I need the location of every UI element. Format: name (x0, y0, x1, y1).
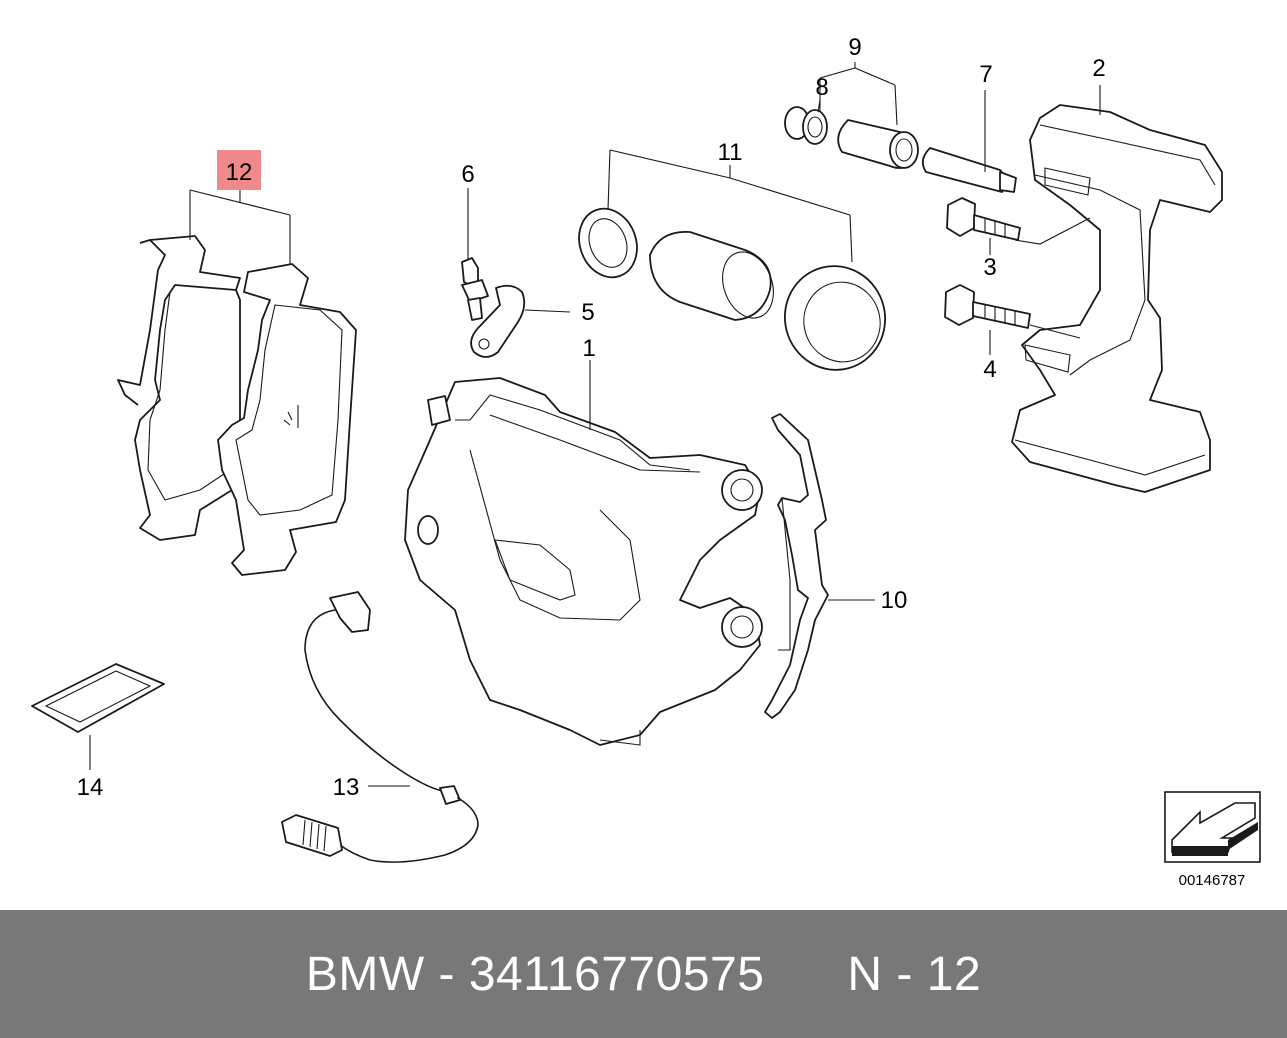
hex-bolt-4-part[interactable] (944, 284, 1031, 329)
piston-seal-kit-part[interactable] (570, 201, 897, 382)
reference-number: 00146787 (1179, 872, 1246, 889)
bleeder-valve-part[interactable] (461, 257, 489, 321)
wear-sensor-part[interactable] (281, 591, 479, 863)
footer-caption: BMW - 34116770575 N - 12 (306, 947, 981, 1002)
reference-box: 00146787 (1164, 791, 1261, 889)
leader-lines (89, 62, 1101, 787)
callout-7[interactable]: 7 (979, 61, 992, 88)
guide-pin-part[interactable] (921, 147, 1017, 193)
callout-12[interactable]: 12 (226, 159, 253, 186)
callout-1[interactable]: 1 (582, 335, 595, 362)
hex-bolt-3-part[interactable] (946, 197, 1021, 241)
spring-clip-part[interactable] (764, 413, 829, 719)
caliper-carrier-part[interactable] (1011, 104, 1223, 493)
callout-2[interactable]: 2 (1092, 55, 1105, 82)
dust-cap-part[interactable] (470, 284, 526, 358)
callout-4[interactable]: 4 (983, 356, 996, 383)
callout-12-highlight (217, 150, 261, 190)
footer-bar: BMW - 34116770575 N - 12 (0, 910, 1287, 1038)
callout-8[interactable]: 8 (815, 74, 828, 101)
footer-brand: BMW (305, 947, 425, 1001)
callout-13[interactable]: 13 (333, 774, 360, 801)
callout-labels: 12 11 9 8 7 2 3 4 6 5 1 10 13 14 (77, 34, 1106, 801)
parts-diagram: 12 11 9 8 7 2 3 4 6 5 1 10 13 14 0014678… (31, 34, 1261, 889)
callout-11[interactable]: 11 (718, 139, 743, 166)
guide-bush-kit-part[interactable] (784, 106, 919, 169)
callout-6[interactable]: 6 (461, 161, 474, 188)
callout-14[interactable]: 14 (77, 774, 104, 801)
callout-3[interactable]: 3 (983, 254, 996, 281)
footer-part-number: 34116770575 (468, 947, 765, 1001)
footer-sep-1: - (424, 947, 469, 1001)
footer-gap (764, 948, 847, 1001)
callout-9[interactable]: 9 (848, 34, 861, 61)
brake-pads-part[interactable] (117, 235, 357, 576)
arrow-left-icon (1171, 802, 1258, 856)
callout-5[interactable]: 5 (581, 299, 594, 326)
caliper-housing-part[interactable] (404, 377, 763, 746)
callout-10[interactable]: 10 (881, 587, 908, 614)
grease-packet-part[interactable] (31, 663, 165, 733)
footer-position: N - 12 (847, 947, 982, 1001)
